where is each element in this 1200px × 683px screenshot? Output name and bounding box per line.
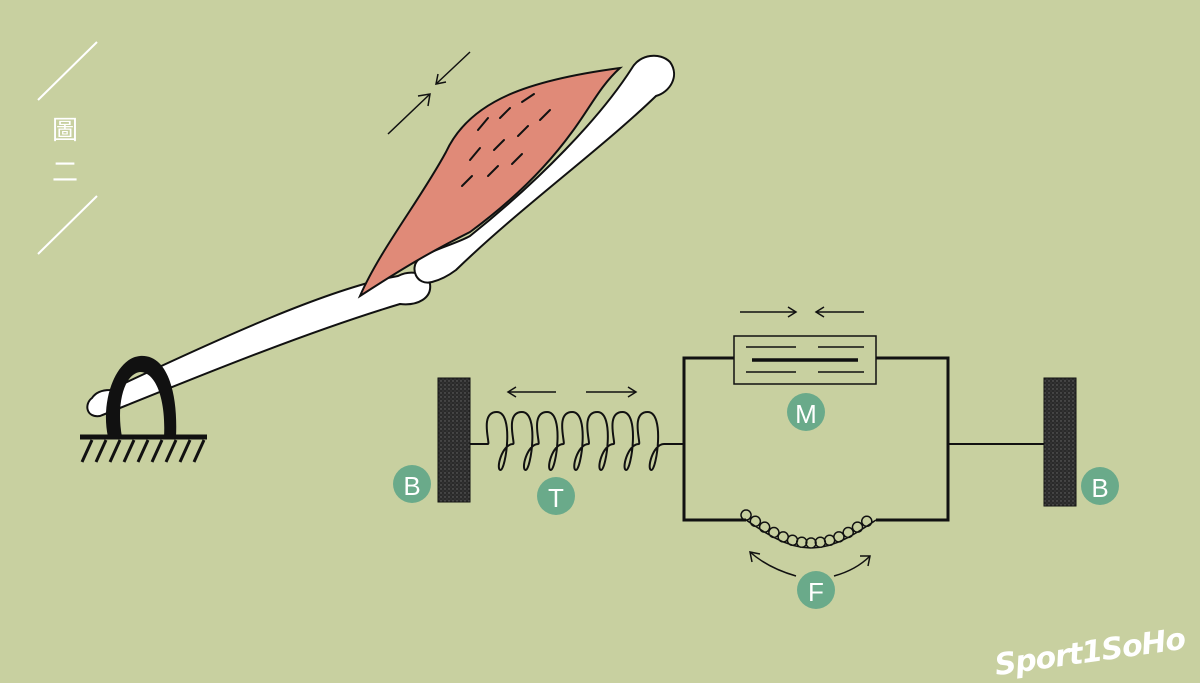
humerus-bone xyxy=(86,271,432,418)
figure-label-char-1: 圖 xyxy=(52,116,79,146)
badge-T: T xyxy=(537,477,575,515)
mechanical-model xyxy=(437,306,1077,577)
tendon-arrows xyxy=(506,386,638,398)
muscle xyxy=(357,66,624,299)
badge-B-left-text: B xyxy=(403,471,420,501)
myofilaments xyxy=(746,346,864,373)
tendon-spring xyxy=(470,410,684,472)
pivot-support xyxy=(105,355,177,437)
contractile-arrows xyxy=(740,306,864,318)
deco-line-bottom xyxy=(37,195,98,255)
figure-label-char-2: 二 xyxy=(52,158,79,188)
badge-F: F xyxy=(797,571,835,609)
muscle-fibers xyxy=(461,93,551,187)
badge-T-text: T xyxy=(548,483,564,513)
left-wall xyxy=(437,377,471,503)
fascia-arrows xyxy=(749,551,871,577)
forearm-bone xyxy=(413,54,675,284)
fascia-spring xyxy=(740,509,877,549)
badge-M-text: M xyxy=(795,399,817,429)
right-wall xyxy=(1043,377,1077,507)
model-frame-lower-left xyxy=(682,444,746,522)
badge-M: M xyxy=(787,393,825,431)
badge-F-text: F xyxy=(808,577,824,607)
badge-B-right: B xyxy=(1081,467,1119,505)
ground-hatching xyxy=(80,439,206,463)
model-frame xyxy=(682,356,950,522)
arm-illustration xyxy=(80,51,675,463)
badge-B-left: B xyxy=(393,465,431,503)
muscle-contraction-arrows xyxy=(387,51,471,135)
deco-line-top xyxy=(37,41,98,101)
badge-B-right-text: B xyxy=(1091,473,1108,503)
